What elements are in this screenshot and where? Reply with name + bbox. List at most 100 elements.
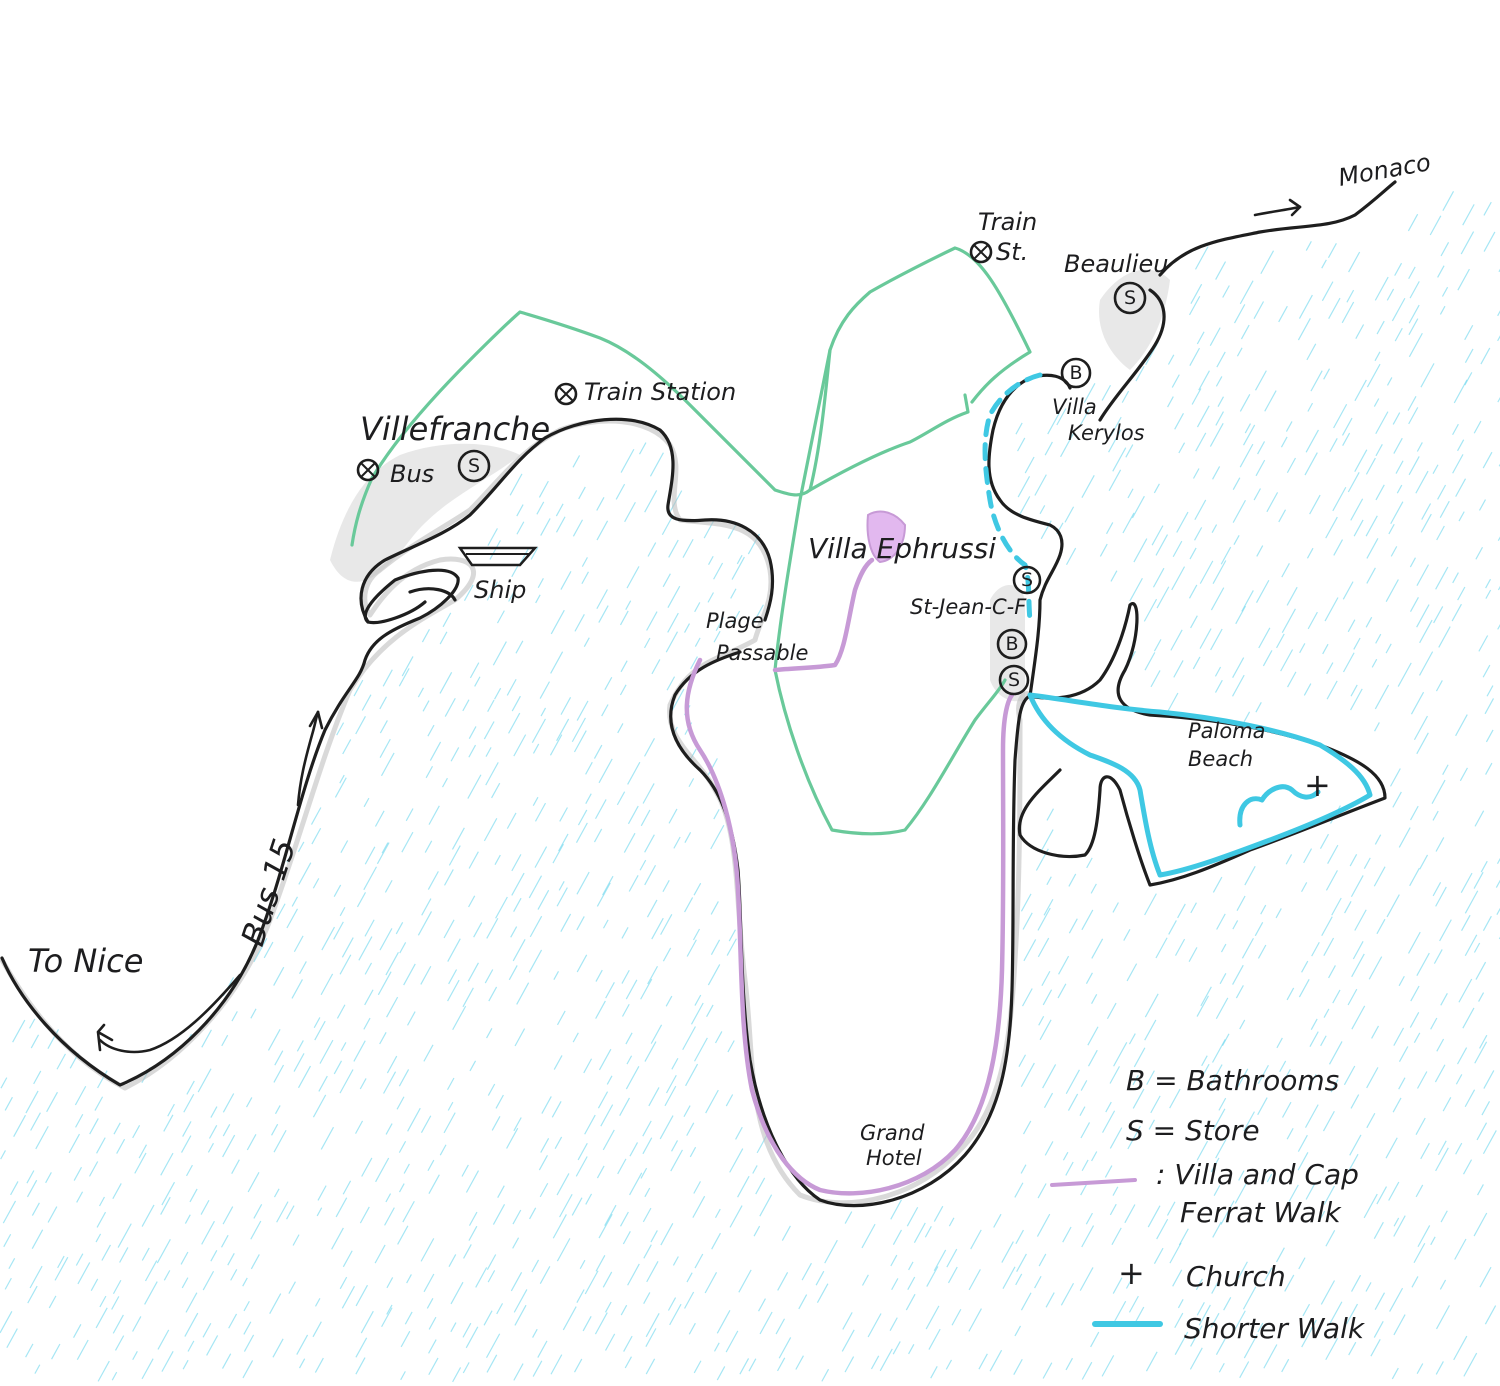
label-to-nice: To Nice: [28, 942, 143, 980]
label-villefranche-bus: Bus: [390, 460, 434, 488]
shorter-walk: [982, 372, 1373, 878]
water-hatch-stroke: [1430, 1017, 1438, 1030]
water-hatch-stroke: [556, 887, 568, 907]
water-hatch-stroke: [662, 947, 672, 962]
water-hatch-stroke: [1239, 280, 1254, 305]
villa-cap-ferrat-walk: [684, 510, 1015, 1196]
water-hatch-stroke: [714, 1031, 723, 1044]
water-hatch-stroke: [576, 916, 585, 931]
water-hatch-stroke: [1393, 1217, 1400, 1227]
water-hatch-stroke: [246, 1134, 257, 1151]
water-hatch-stroke: [621, 969, 630, 984]
water-hatch-stroke: [383, 1071, 397, 1094]
water-hatch-stroke: [468, 1211, 478, 1226]
water-hatch-stroke: [685, 1063, 699, 1087]
water-hatch-stroke: [1191, 388, 1202, 405]
water-hatch-stroke: [1496, 907, 1500, 916]
water-hatch-stroke: [1194, 499, 1207, 521]
water-hatch-stroke: [1349, 853, 1358, 867]
water-hatch-stroke: [421, 628, 430, 643]
water-hatch-stroke: [1254, 922, 1264, 937]
water-hatch-stroke: [1239, 1361, 1250, 1379]
water-hatch-stroke: [26, 1170, 35, 1184]
water-hatch-stroke: [184, 1214, 191, 1224]
water-hatch-stroke: [539, 681, 551, 699]
water-hatch-stroke: [759, 1194, 773, 1217]
water-hatch-stroke: [420, 1115, 432, 1133]
water-hatch-stroke: [363, 797, 370, 808]
water-hatch-stroke: [1328, 1041, 1343, 1065]
water-hatch-stroke: [1330, 1079, 1339, 1093]
water-hatch-stroke: [529, 1207, 537, 1220]
water-hatch-stroke: [907, 1276, 916, 1290]
water-hatch-stroke: [250, 1008, 257, 1019]
water-hatch-stroke: [650, 1230, 658, 1243]
water-hatch-stroke: [1375, 484, 1385, 501]
water-hatch-stroke: [824, 1239, 838, 1264]
water-hatch-stroke: [98, 1196, 105, 1207]
water-hatch-stroke: [1196, 405, 1210, 428]
water-hatch-stroke: [181, 1135, 192, 1153]
water-hatch-stroke: [558, 833, 569, 852]
water-hatch-stroke: [892, 1341, 901, 1355]
water-hatch-stroke: [1104, 1165, 1113, 1178]
water-hatch-stroke: [707, 964, 721, 986]
water-hatch-stroke: [423, 1044, 434, 1062]
water-hatch-stroke: [1062, 1151, 1069, 1161]
water-hatch-stroke: [1298, 1257, 1306, 1270]
water-hatch-stroke: [1435, 566, 1449, 590]
water-hatch-stroke: [242, 1277, 248, 1287]
water-hatch-stroke: [624, 501, 636, 523]
water-hatch-stroke: [1321, 259, 1327, 269]
water-hatch-stroke: [673, 836, 681, 849]
water-hatch-stroke: [1106, 522, 1114, 535]
water-hatch-stroke: [1439, 919, 1452, 942]
water-hatch-stroke: [1218, 1097, 1227, 1111]
water-hatch-stroke: [506, 812, 517, 829]
water-hatch-stroke: [1189, 1347, 1203, 1370]
water-hatch-stroke: [1264, 1267, 1273, 1281]
water-hatch-stroke: [1420, 1142, 1430, 1160]
water-hatch-stroke: [1171, 374, 1180, 388]
water-hatch-stroke: [559, 807, 568, 822]
water-hatch-stroke: [729, 1148, 744, 1173]
water-hatch-stroke: [293, 935, 304, 953]
water-hatch-stroke: [705, 1089, 719, 1114]
water-hatch-stroke: [1363, 1193, 1378, 1219]
water-hatch-stroke: [447, 979, 460, 1002]
water-hatch-stroke: [2, 1200, 17, 1224]
water-hatch-stroke: [693, 1181, 701, 1194]
water-hatch-stroke: [577, 1142, 588, 1161]
water-hatch-stroke: [1436, 525, 1445, 541]
water-hatch-stroke: [1458, 511, 1465, 522]
water-hatch-stroke: [374, 810, 385, 827]
water-hatch-stroke: [1464, 934, 1478, 957]
water-hatch-stroke: [339, 774, 345, 784]
water-hatch-stroke: [861, 1274, 869, 1286]
water-hatch-stroke: [1188, 295, 1201, 316]
water-hatch-stroke: [693, 1360, 702, 1374]
water-hatch-stroke: [1171, 566, 1186, 591]
water-hatch-stroke: [227, 1253, 235, 1266]
water-hatch-stroke: [646, 1261, 659, 1283]
water-hatch-stroke: [1435, 1361, 1444, 1375]
water-hatch-stroke: [506, 1127, 519, 1149]
water-hatch-stroke: [1234, 1261, 1248, 1286]
water-hatch-stroke: [1286, 987, 1295, 1001]
water-hatch-stroke: [1435, 680, 1443, 692]
water-hatch-stroke: [450, 1322, 457, 1333]
water-hatch-stroke: [1329, 438, 1338, 453]
water-hatch-stroke: [428, 1174, 440, 1194]
water-hatch-stroke: [361, 694, 372, 711]
water-hatch-stroke: [690, 656, 698, 670]
water-hatch-stroke: [578, 486, 586, 500]
water-hatch-stroke: [491, 782, 501, 799]
water-hatch-stroke: [1190, 902, 1197, 914]
water-hatch-stroke: [1023, 939, 1037, 962]
water-hatch-stroke: [1236, 895, 1246, 911]
water-hatch-stroke: [1415, 1184, 1424, 1198]
water-hatch-stroke: [558, 881, 565, 891]
water-hatch-stroke: [1287, 671, 1297, 688]
water-hatch-stroke: [1196, 331, 1205, 345]
water-hatch-stroke: [1288, 1184, 1299, 1202]
